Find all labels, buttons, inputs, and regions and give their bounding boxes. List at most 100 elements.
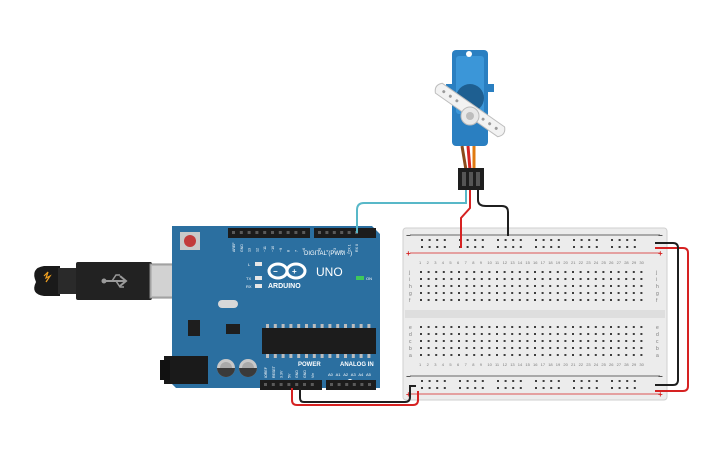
rail-hole[interactable] (436, 380, 439, 382)
terminal-hole[interactable] (534, 271, 536, 273)
terminal-hole[interactable] (435, 326, 438, 328)
terminal-hole[interactable] (442, 347, 445, 349)
rail-hole[interactable] (497, 239, 499, 241)
terminal-hole[interactable] (503, 299, 506, 301)
header-pin[interactable] (302, 231, 306, 234)
terminal-hole[interactable] (442, 285, 445, 287)
wires[interactable] (291, 190, 689, 406)
rail-hole[interactable] (504, 239, 507, 241)
terminal-hole[interactable] (541, 299, 544, 301)
terminal-hole[interactable] (556, 340, 559, 342)
terminal-hole[interactable] (420, 285, 422, 287)
terminal-hole[interactable] (435, 285, 438, 287)
terminal-hole[interactable] (503, 354, 506, 356)
terminal-hole[interactable] (480, 326, 483, 328)
terminal-hole[interactable] (435, 333, 438, 335)
terminal-hole[interactable] (572, 278, 574, 280)
terminal-hole[interactable] (526, 271, 529, 273)
header-pin[interactable] (303, 383, 306, 386)
terminal-hole[interactable] (549, 354, 552, 356)
terminal-hole[interactable] (541, 326, 544, 328)
terminal-hole[interactable] (632, 347, 635, 349)
terminal-hole[interactable] (602, 271, 605, 273)
breadboard[interactable]: 1122334455667788991010111112121313141415… (402, 227, 668, 401)
terminal-hole[interactable] (602, 285, 605, 287)
terminal-hole[interactable] (625, 285, 628, 287)
rail-hole[interactable] (519, 380, 522, 382)
terminal-hole[interactable] (556, 299, 559, 301)
terminal-hole[interactable] (511, 292, 514, 294)
rail-hole[interactable] (626, 380, 629, 382)
rail-minus-link-wire[interactable] (655, 242, 679, 386)
terminal-hole[interactable] (572, 271, 574, 273)
terminal-hole[interactable] (488, 354, 491, 356)
header-pin[interactable] (271, 383, 275, 386)
terminal-hole[interactable] (496, 333, 498, 335)
terminal-hole[interactable] (465, 292, 468, 294)
servo-motor-icon[interactable] (433, 50, 507, 190)
rail-hole[interactable] (504, 380, 507, 382)
terminal-hole[interactable] (511, 354, 514, 356)
rail-hole[interactable] (611, 380, 613, 382)
rail-hole[interactable] (588, 387, 591, 389)
rail-hole[interactable] (466, 239, 469, 241)
terminal-hole[interactable] (435, 354, 438, 356)
terminal-hole[interactable] (503, 271, 506, 273)
terminal-hole[interactable] (480, 340, 483, 342)
terminal-hole[interactable] (526, 285, 529, 287)
rail-hole[interactable] (542, 380, 545, 382)
terminal-hole[interactable] (564, 292, 567, 294)
terminal-hole[interactable] (496, 326, 498, 328)
terminal-hole[interactable] (579, 354, 582, 356)
terminal-hole[interactable] (496, 347, 498, 349)
rail-hole[interactable] (626, 387, 629, 389)
terminal-hole[interactable] (564, 354, 567, 356)
rail-hole[interactable] (443, 239, 446, 241)
terminal-hole[interactable] (465, 299, 468, 301)
terminal-hole[interactable] (572, 285, 574, 287)
terminal-hole[interactable] (564, 299, 567, 301)
terminal-hole[interactable] (458, 292, 460, 294)
terminal-hole[interactable] (480, 271, 483, 273)
rail-hole[interactable] (466, 380, 469, 382)
terminal-hole[interactable] (488, 299, 491, 301)
terminal-hole[interactable] (556, 333, 559, 335)
terminal-hole[interactable] (587, 326, 590, 328)
terminal-hole[interactable] (511, 340, 514, 342)
terminal-hole[interactable] (572, 326, 574, 328)
header-pin[interactable] (255, 231, 259, 234)
terminal-hole[interactable] (541, 285, 544, 287)
terminal-hole[interactable] (465, 326, 468, 328)
header-pin[interactable] (263, 231, 267, 234)
terminal-hole[interactable] (602, 326, 605, 328)
terminal-hole[interactable] (556, 278, 559, 280)
rail-hole[interactable] (618, 239, 621, 241)
rail-hole[interactable] (504, 387, 507, 389)
terminal-hole[interactable] (602, 347, 605, 349)
terminal-hole[interactable] (556, 347, 559, 349)
terminal-hole[interactable] (617, 354, 620, 356)
rail-hole[interactable] (595, 380, 598, 382)
terminal-hole[interactable] (465, 333, 468, 335)
terminal-hole[interactable] (625, 271, 628, 273)
terminal-hole[interactable] (427, 347, 430, 349)
terminal-hole[interactable] (473, 347, 476, 349)
terminal-hole[interactable] (480, 347, 483, 349)
servo-power-wire[interactable] (460, 190, 471, 248)
terminal-hole[interactable] (556, 326, 559, 328)
terminal-hole[interactable] (511, 347, 514, 349)
terminal-hole[interactable] (526, 347, 529, 349)
header-pin[interactable] (295, 383, 299, 386)
terminal-hole[interactable] (549, 271, 552, 273)
terminal-hole[interactable] (549, 299, 552, 301)
terminal-hole[interactable] (549, 347, 552, 349)
terminal-hole[interactable] (526, 333, 529, 335)
terminal-hole[interactable] (541, 347, 544, 349)
header-pin[interactable] (330, 383, 333, 386)
terminal-hole[interactable] (496, 340, 498, 342)
terminal-hole[interactable] (496, 292, 498, 294)
terminal-hole[interactable] (511, 278, 514, 280)
terminal-hole[interactable] (458, 271, 460, 273)
terminal-hole[interactable] (556, 354, 559, 356)
rail-hole[interactable] (519, 246, 522, 248)
